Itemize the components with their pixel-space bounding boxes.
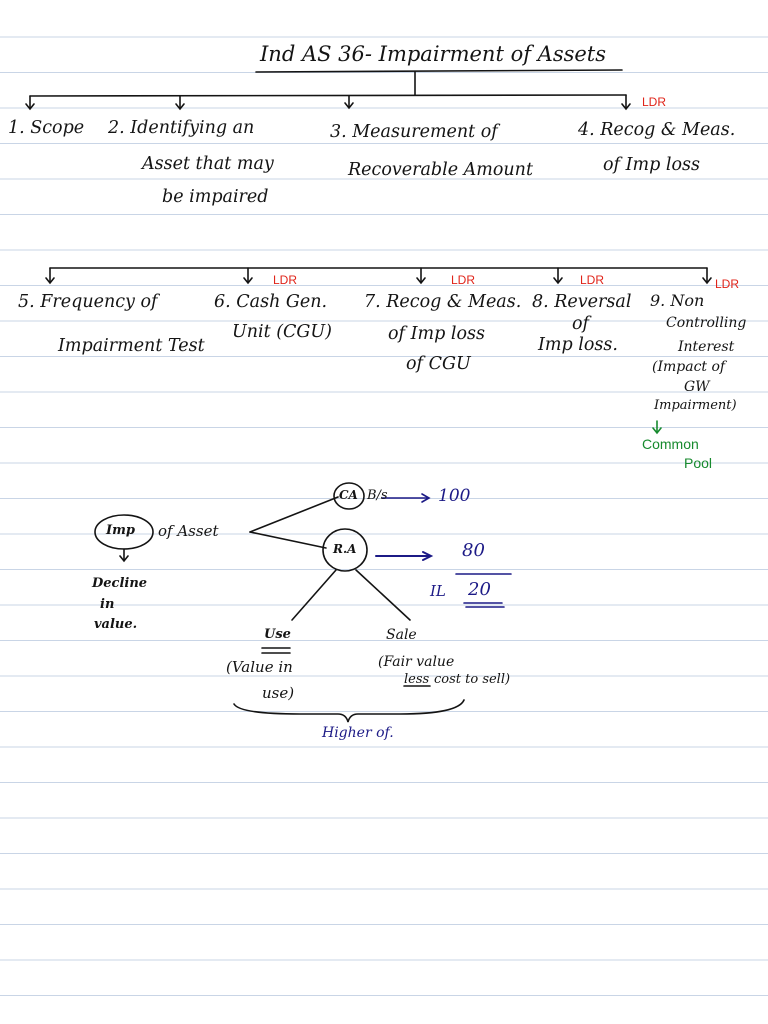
common-pool-line2: Pool — [684, 455, 713, 471]
decline-line2: in — [100, 597, 115, 612]
item-nci-line4: (Impact of — [652, 359, 726, 375]
item-reversal: 8. Reversal — [532, 292, 632, 312]
ca-label: CA — [339, 488, 358, 502]
item-recog-cgu-line2: of Imp loss — [388, 324, 485, 344]
fair-value-less: less — [404, 672, 430, 687]
item-reversal-line2: of — [572, 314, 590, 334]
title-underline — [255, 69, 623, 73]
of-asset-label: of Asset — [158, 522, 219, 540]
item-nci-line5: GW — [684, 379, 710, 395]
common-pool-line1: Common — [642, 436, 699, 452]
item-cgu: 6. Cash Gen. — [214, 292, 328, 312]
ldr-tag-6: LDR — [273, 273, 298, 287]
decline-line1: Decline — [92, 576, 148, 591]
item-cgu-line2: Unit (CGU) — [232, 322, 332, 342]
brace — [233, 699, 465, 723]
item-recog-line2: of Imp loss — [603, 155, 700, 175]
ca-circle — [333, 482, 365, 510]
item-nci-line6: Impairment) — [654, 398, 737, 413]
item-scope: 1. Scope — [8, 118, 85, 138]
item-frequency: 5. Frequency of — [18, 292, 158, 312]
ldr-tag-8: LDR — [580, 273, 605, 287]
ra-label: R.A — [333, 542, 357, 556]
ldr-tag-7: LDR — [451, 273, 476, 287]
fair-value-line1: (Fair value — [378, 654, 455, 670]
ra-value: 80 — [462, 540, 485, 561]
ra-circle — [322, 528, 368, 572]
item-nci-line2: Controlling — [666, 315, 747, 331]
page-title: Ind AS 36- Impairment of Assets — [260, 42, 607, 66]
item-measurement-line2: Recoverable Amount — [348, 160, 533, 180]
item-recog-cgu-line3: of CGU — [406, 354, 471, 374]
imp-label: Imp — [106, 523, 135, 538]
decline-line3: value. — [94, 617, 138, 632]
item-nci-line3: Interest — [678, 339, 735, 355]
ldr-tag-4: LDR — [642, 95, 667, 109]
bs-label: B/s — [367, 488, 388, 503]
item-identifying-line2: Asset that may — [142, 154, 274, 174]
use-label: Use — [264, 627, 291, 642]
item-frequency-line2: Impairment Test — [58, 336, 205, 356]
item-recog-cgu: 7. Recog & Meas. — [364, 292, 522, 312]
item-nci: 9. Non — [650, 291, 705, 310]
sale-label: Sale — [386, 627, 417, 643]
higher-of-label: Higher of. — [322, 725, 394, 741]
item-identifying: 2. Identifying an — [108, 118, 255, 138]
item-recog: 4. Recog & Meas. — [578, 120, 736, 140]
row1-bracket — [29, 94, 627, 97]
item-reversal-line3: Imp loss. — [538, 335, 618, 355]
value-in-use-line2: use) — [262, 684, 295, 702]
item-identifying-line3: be impaired — [162, 187, 269, 207]
value-in-use-line1: (Value in — [226, 658, 293, 676]
il-value: 20 — [468, 579, 491, 600]
item-measurement: 3. Measurement of — [330, 122, 498, 142]
il-label: IL — [430, 582, 446, 600]
fair-value-line3: cost to sell) — [434, 672, 511, 687]
ldr-tag-9: LDR — [715, 277, 740, 291]
ca-value: 100 — [438, 486, 471, 506]
